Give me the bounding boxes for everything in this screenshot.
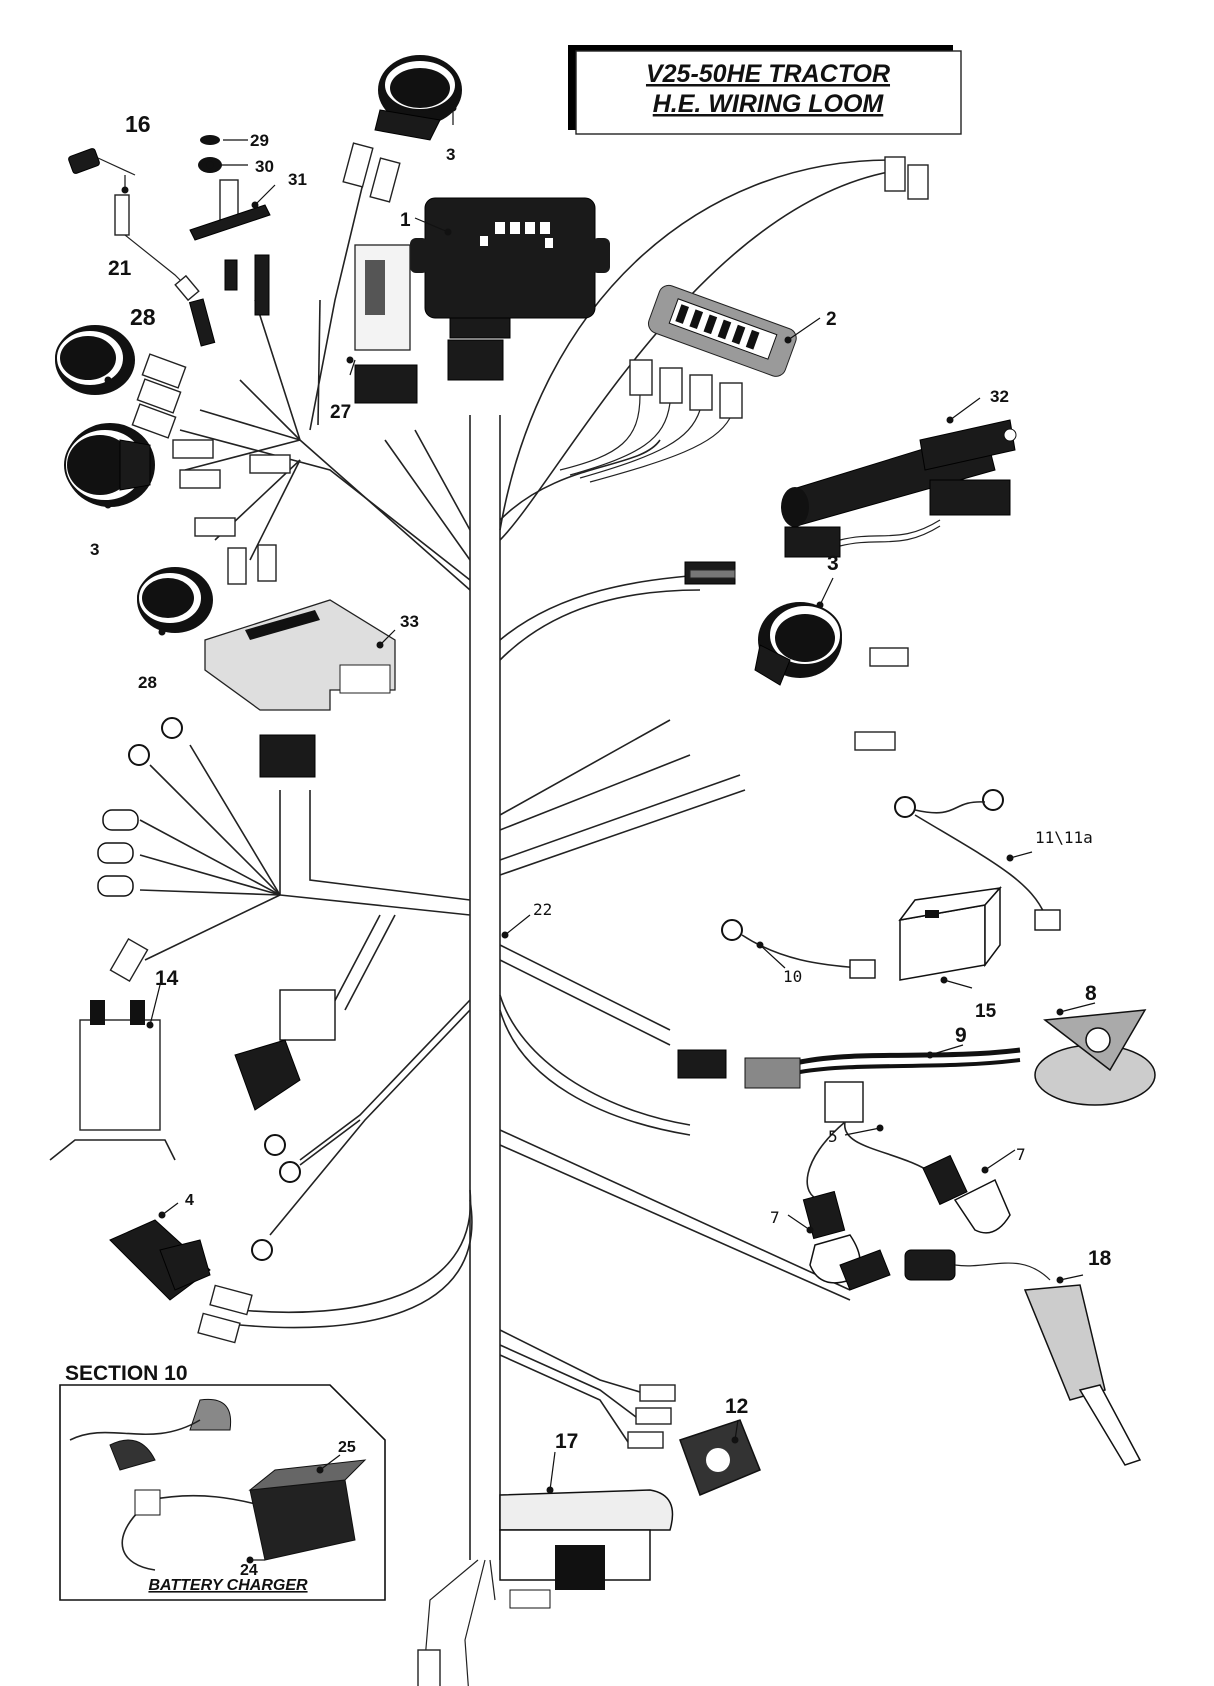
callout-2: 2 [826, 309, 837, 330]
harness-9 [677, 1047, 1021, 1089]
clutch-8 [1034, 1009, 1156, 1106]
charger-port-17 [499, 1489, 674, 1609]
throttle-assembly [188, 135, 271, 347]
callout-1: 1 [400, 210, 411, 231]
callout-11: 11\11a [1035, 828, 1093, 847]
callout-3-right: 3 [827, 552, 839, 575]
fuse-holder-4 [109, 1219, 211, 1301]
upper-right-wire [499, 159, 901, 541]
callout-25: 25 [338, 1439, 356, 1456]
left-mid-branches [139, 744, 473, 1329]
callout-22: 22 [533, 900, 552, 919]
callout-29: 29 [250, 131, 269, 150]
callout-17: 17 [555, 1430, 578, 1453]
connector-blocks [109, 142, 929, 1686]
callout-10: 10 [783, 967, 802, 986]
callout-31: 31 [288, 170, 307, 189]
upper-left-wire-fan [179, 174, 471, 591]
actuator-18 [839, 1249, 1142, 1466]
callout-3-top: 3 [446, 145, 455, 164]
switch-3-top [374, 55, 462, 141]
relay-box [354, 244, 418, 404]
battery-cables [721, 789, 1061, 979]
callout-33: 33 [400, 612, 419, 631]
leader-lines [104, 104, 1096, 1564]
callout-32: 32 [990, 387, 1009, 406]
battery-15 [898, 886, 1002, 981]
callout-14: 14 [155, 967, 179, 990]
callout-24: 24 [240, 1562, 258, 1579]
callout-27: 27 [330, 402, 351, 423]
switch-28-top [55, 325, 187, 439]
ring-terminals-left [97, 717, 316, 897]
right-branches [499, 574, 851, 1446]
callout-18: 18 [1088, 1247, 1112, 1270]
lamp-harness-5 [806, 1081, 936, 1201]
callout-21: 21 [108, 257, 132, 280]
linear-actuator [781, 419, 1017, 558]
main-harness-trunk [424, 415, 501, 1686]
callout-7-right: 7 [1016, 1145, 1026, 1164]
callout-3-left: 3 [90, 540, 99, 559]
callout-9: 9 [955, 1024, 967, 1047]
callout-5: 5 [828, 1127, 838, 1146]
callout-7-left: 7 [770, 1208, 780, 1227]
section-10-panel: SECTION 10 BATTERY CHARGER [59, 1362, 386, 1601]
callout-8: 8 [1085, 982, 1097, 1005]
key-switch [68, 148, 200, 302]
switch-3-right [754, 602, 842, 686]
power-socket-12 [679, 1419, 761, 1496]
fuse-block-connectors [559, 359, 743, 483]
section-caption: BATTERY CHARGER [148, 1577, 308, 1594]
fuse-block [647, 284, 797, 377]
switch-3-left [64, 423, 155, 507]
plug-mid-right [684, 561, 736, 585]
callout-30: 30 [255, 157, 274, 176]
solenoid-14 [49, 1000, 176, 1161]
callout-15: 15 [975, 1001, 997, 1022]
section-heading: SECTION 10 [65, 1362, 188, 1385]
callout-12: 12 [725, 1395, 748, 1418]
callout-28-bottom: 28 [138, 673, 157, 692]
callout-16: 16 [125, 111, 151, 137]
bulb-7-right [922, 1154, 1011, 1234]
title-box: V25-50HE TRACTOR H.E. WIRING LOOM [568, 45, 962, 135]
callout-28-top: 28 [130, 304, 156, 330]
callout-4: 4 [185, 1192, 194, 1209]
callout-labels: 1 2 3 3 3 4 5 7 7 8 9 10 11\11a 12 14 15… [90, 111, 1112, 1579]
relay-mid-left [234, 989, 336, 1111]
title-line-2: H.E. WIRING LOOM [653, 90, 885, 118]
ring-terminals-mid [251, 1134, 301, 1261]
controller-module [410, 197, 610, 381]
module-33 [204, 599, 396, 711]
switch-28-bottom [137, 567, 213, 633]
title-line-1: V25-50HE TRACTOR [646, 60, 890, 88]
